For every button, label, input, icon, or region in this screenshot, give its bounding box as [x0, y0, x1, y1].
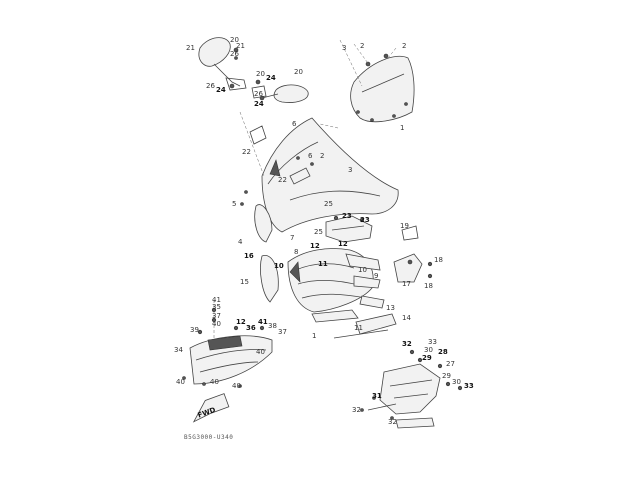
- callout: 8: [294, 248, 298, 256]
- callout: 41: [212, 296, 221, 304]
- lower-right-assembly: [360, 349, 463, 429]
- callout: 3: [342, 44, 346, 52]
- callout: 3: [348, 166, 352, 174]
- callout: 9: [374, 272, 378, 280]
- callout: 29: [442, 372, 451, 380]
- callout: 21: [186, 44, 195, 52]
- callout: 13: [386, 304, 395, 312]
- bracket-right: [393, 225, 433, 283]
- fwd-label: FWD: [197, 406, 217, 420]
- callout: 12: [310, 242, 320, 250]
- callout: 22: [278, 176, 287, 184]
- callout: 26: [230, 50, 239, 58]
- callout: 1: [312, 332, 316, 340]
- callout: 26: [254, 90, 263, 98]
- callout: 32: [352, 406, 361, 414]
- callout: 11: [354, 324, 363, 332]
- brackets-mid: [325, 215, 397, 339]
- callout: 25: [324, 200, 333, 208]
- callout: 5: [232, 200, 236, 208]
- callout: 31: [372, 392, 382, 400]
- callout: 38: [268, 322, 277, 330]
- callout: 2: [360, 42, 364, 50]
- callout: 27: [446, 360, 455, 368]
- callout: 36: [246, 324, 256, 332]
- callout: 20: [256, 70, 265, 78]
- callout: 6: [308, 152, 313, 160]
- left-mirror: [198, 37, 247, 91]
- callout: 33: [428, 338, 437, 346]
- callout: 25: [314, 228, 323, 236]
- callout: 40: [256, 348, 265, 356]
- callout: 28: [438, 348, 448, 356]
- lower-left-assembly: [182, 300, 273, 388]
- callout: 17: [402, 280, 411, 288]
- callout: 12: [338, 240, 348, 248]
- callout: 20: [294, 68, 303, 76]
- callout: 30: [424, 346, 433, 354]
- callout: 35: [212, 303, 221, 311]
- callout: 7: [290, 234, 294, 242]
- callout: 4: [238, 238, 243, 246]
- diagram-code: B5G3000-U340: [184, 434, 234, 441]
- callout: 37: [278, 328, 287, 336]
- callout: 18: [424, 282, 433, 290]
- callout: 19: [400, 222, 409, 230]
- callout: 6: [292, 120, 297, 128]
- upper-cowling: [239, 111, 399, 233]
- callout: 26: [206, 82, 215, 90]
- callout: 30: [452, 378, 461, 386]
- callout: 10: [274, 262, 284, 270]
- callout: 16: [244, 252, 254, 260]
- callout-labels: 21 20 21 26 26 24 20 24 20 26 24 3 2 2 1…: [174, 36, 474, 426]
- callout: 24: [216, 86, 226, 94]
- callout: 37: [212, 312, 221, 320]
- callout: 2: [320, 152, 324, 160]
- callout: 11: [318, 260, 328, 268]
- callout: 1: [400, 124, 404, 132]
- callout: 14: [402, 314, 411, 322]
- callout: 24: [266, 74, 276, 82]
- callout: 18: [434, 256, 443, 264]
- callout: 15: [240, 278, 249, 286]
- right-mirror: [251, 79, 309, 103]
- callout: 34: [174, 346, 183, 354]
- callout: 23: [342, 212, 352, 220]
- fwd-arrow: FWD: [192, 393, 230, 423]
- callout: 23: [360, 216, 370, 224]
- callout: 21: [236, 42, 245, 50]
- callout: 32: [402, 340, 412, 348]
- callout: 12: [236, 318, 246, 326]
- callout: 2: [402, 42, 406, 50]
- callout: 40: [212, 320, 221, 328]
- callout: 32: [388, 418, 397, 426]
- inner-panel-left: [240, 190, 279, 303]
- callout: 40: [176, 378, 185, 386]
- callout: 40: [232, 382, 241, 390]
- callout: 39: [190, 326, 199, 334]
- callout: 22: [242, 148, 251, 156]
- callout: 20: [230, 36, 239, 44]
- callout: 29: [422, 354, 432, 362]
- callout: 10: [358, 266, 367, 274]
- windscreen: [339, 39, 415, 123]
- callout: 24: [254, 100, 264, 108]
- callout: 41: [258, 318, 268, 326]
- callout: 40: [210, 378, 219, 386]
- callout: 33: [464, 382, 474, 390]
